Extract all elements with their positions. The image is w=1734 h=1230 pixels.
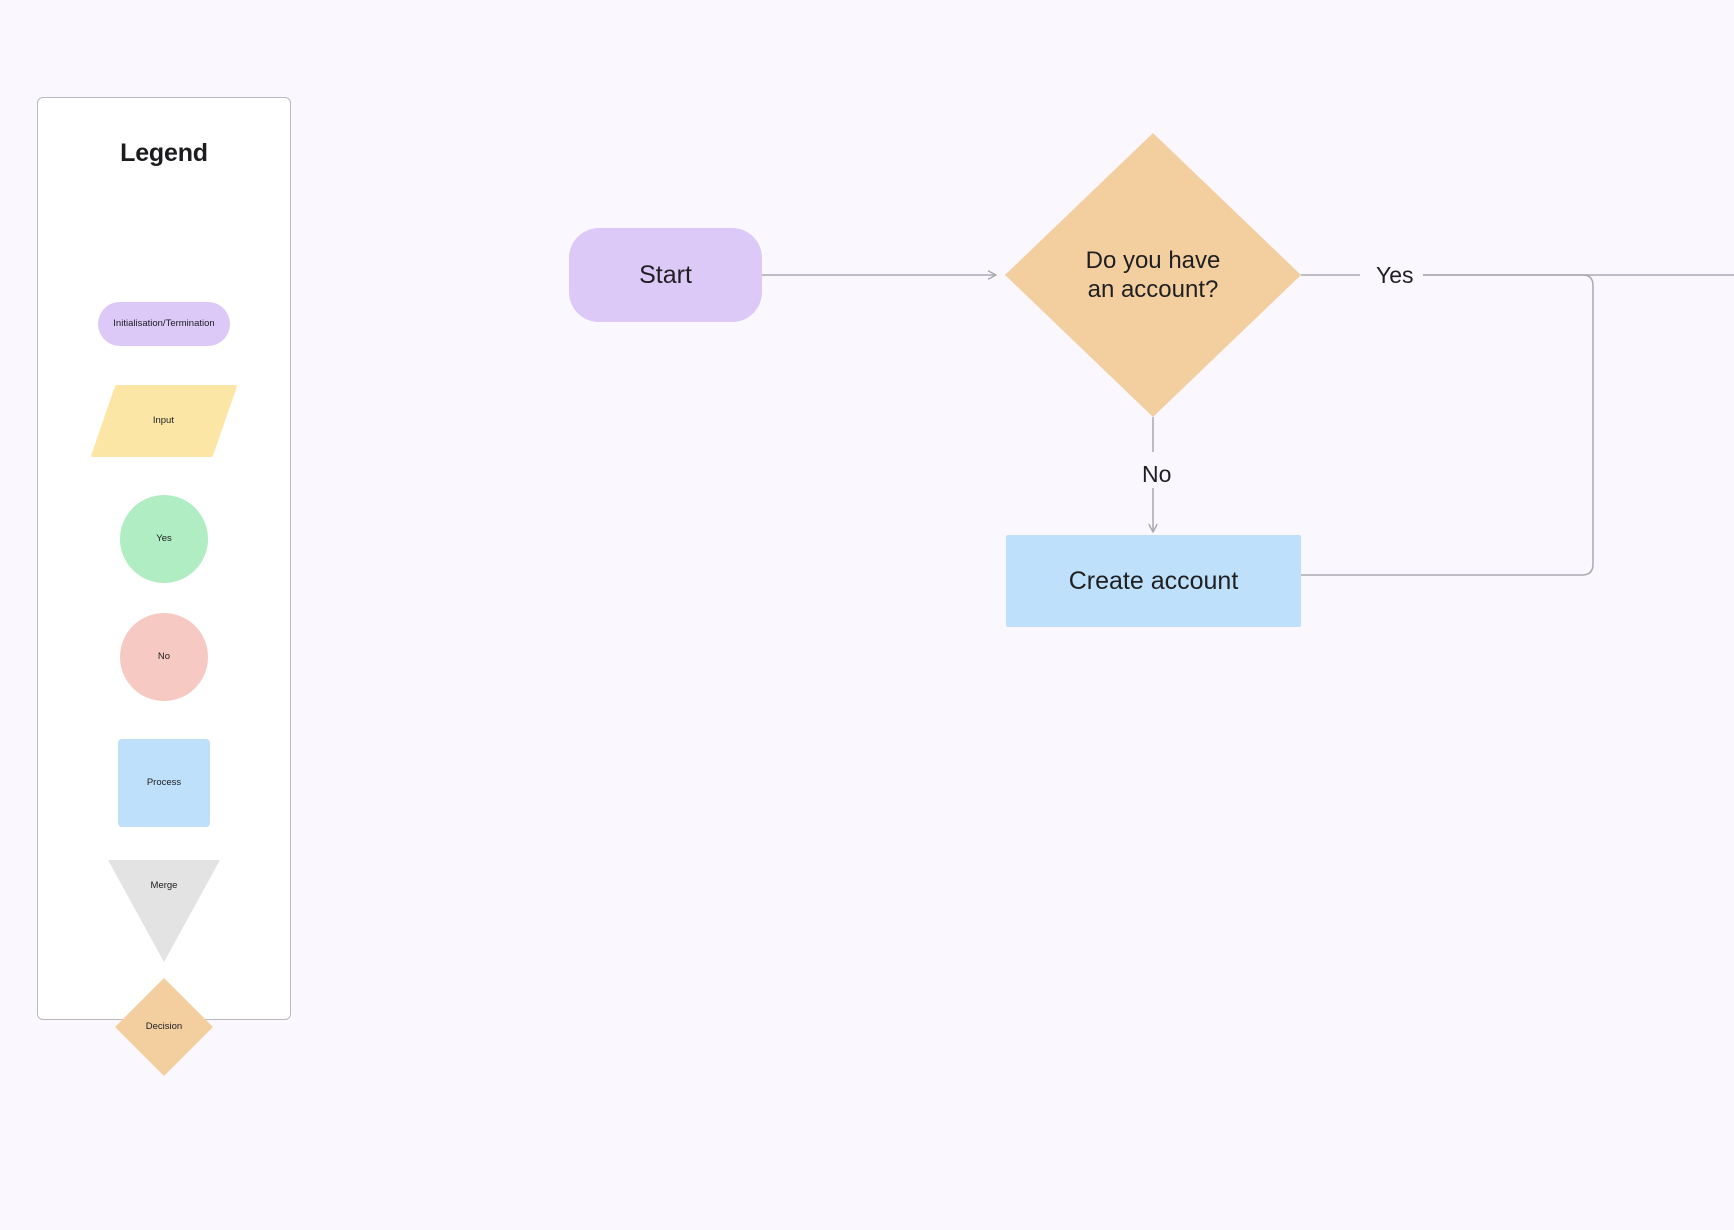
node-create-account-label: Create account bbox=[1068, 566, 1239, 595]
node-decision-label: Do you have an account? bbox=[1085, 246, 1221, 303]
legend-title: Legend bbox=[120, 139, 208, 167]
node-decision[interactable]: Do you have an account? bbox=[1005, 133, 1301, 417]
legend-swatch-parallelogram: Input bbox=[90, 385, 238, 457]
legend-item-label: Decision bbox=[145, 1020, 183, 1032]
legend-swatch-pill: Initialisation/Termination bbox=[98, 302, 230, 346]
legend-swatch-triangle-down: Merge bbox=[108, 860, 220, 962]
legend-item-label: Input bbox=[153, 414, 175, 426]
edge-label-yes: Yes bbox=[1367, 262, 1423, 289]
legend-swatch-circle-yes: Yes bbox=[120, 495, 208, 583]
node-create-account[interactable]: Create account bbox=[1006, 535, 1301, 627]
legend-swatch-square: Process bbox=[118, 739, 210, 827]
edge-label-no: No bbox=[1133, 461, 1181, 488]
node-start-label: Start bbox=[639, 260, 692, 289]
edge-yes-elbow bbox=[1301, 274, 1594, 576]
legend-item-label: No bbox=[157, 650, 171, 662]
legend-item-label: Merge bbox=[150, 880, 178, 891]
node-start[interactable]: Start bbox=[569, 228, 762, 322]
legend-item-label: Initialisation/Termination bbox=[113, 317, 215, 329]
legend-item-label: Process bbox=[146, 776, 182, 788]
legend-swatch-diamond: Decision bbox=[115, 978, 213, 1076]
legend-panel[interactable]: Legend Initialisation/Termination Input … bbox=[37, 97, 291, 1076]
legend-item-label: Yes bbox=[156, 532, 172, 544]
legend-swatch-circle-no: No bbox=[120, 613, 208, 701]
